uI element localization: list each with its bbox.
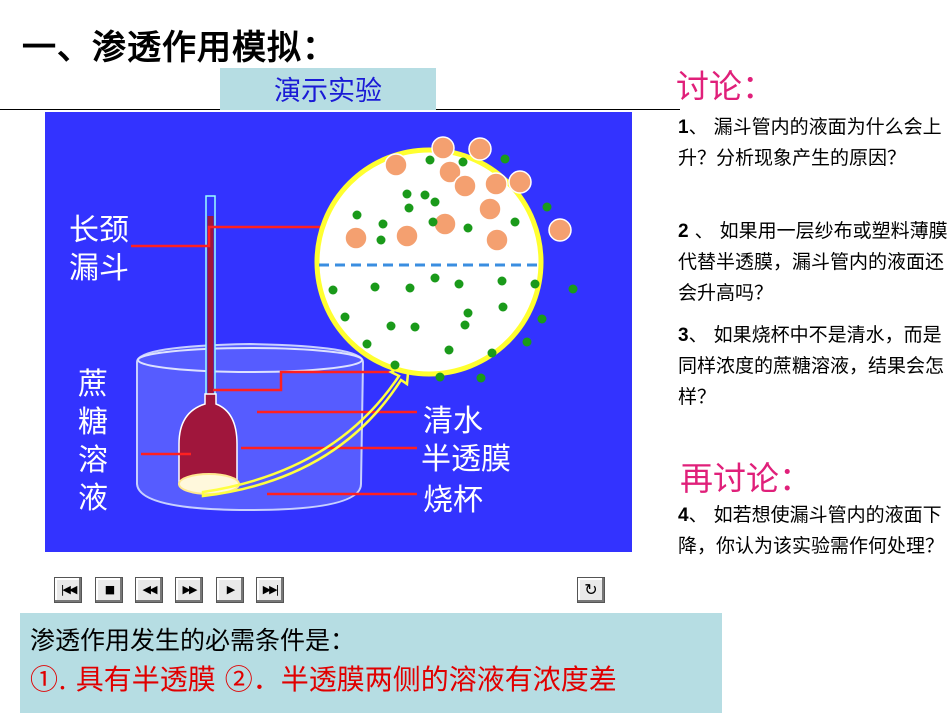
question-3-number: 3 xyxy=(678,325,689,346)
experiment-diagram: 长颈漏斗 蔗糖溶液 清水 半透膜 烧杯 xyxy=(45,112,632,552)
funnel-liquid-column xyxy=(207,216,214,396)
question-1-text: 、 漏斗管内的液面为什么会上升？分析现象产生的原因？ xyxy=(678,116,942,169)
beaker-rim xyxy=(137,347,363,373)
skip-forward-button[interactable]: ▶▶| xyxy=(256,577,284,603)
question-4: 4、 如若想使漏斗管内的液面下降，你认为该实验需作何处理？ xyxy=(678,500,950,562)
play-button[interactable]: ▶ xyxy=(216,577,244,603)
replay-button[interactable]: ↻ xyxy=(577,577,605,603)
question-2: 2 、 如果用一层纱布或塑料薄膜代替半透膜，漏斗管内的液面还会升高吗？ xyxy=(678,216,950,309)
conditions-panel: 渗透作用发生的必需条件是： ①. 具有半透膜 ②．半透膜两侧的溶液有浓度差 xyxy=(20,613,722,713)
line-tube xyxy=(213,370,390,392)
label-water: 清水 xyxy=(423,404,483,439)
sucrose-molecules xyxy=(344,136,572,252)
question-1: 1、 漏斗管内的液面为什么会上升？分析现象产生的原因？ xyxy=(678,112,950,174)
demo-label: 演示实验 xyxy=(220,68,436,110)
discussion-heading: 讨论： xyxy=(676,67,775,106)
conditions-heading: 渗透作用发生的必需条件是： xyxy=(30,626,356,655)
question-4-text: 、 如若想使漏斗管内的液面下降，你认为该实验需作何处理？ xyxy=(678,504,945,557)
re-discussion-heading: 再讨论： xyxy=(680,459,812,498)
skip-back-button[interactable]: |◀◀ xyxy=(54,577,82,603)
question-2-text: 、 如果用一层纱布或塑料薄膜代替半透膜，漏斗管内的液面还会升高吗？ xyxy=(678,220,948,304)
conditions-body: ①. 具有半透膜 ②．半透膜两侧的溶液有浓度差 xyxy=(30,663,617,696)
question-3-text: 、 如果烧杯中不是清水，而是同样浓度的蔗糖溶液，结果会怎样？ xyxy=(678,324,945,408)
label-beaker: 烧杯 xyxy=(423,483,483,518)
question-1-number: 1 xyxy=(678,117,689,138)
label-membrane: 半透膜 xyxy=(421,442,511,477)
rewind-button[interactable]: ◀◀ xyxy=(135,577,163,603)
label-sucrose: 蔗糖溶液 xyxy=(78,367,108,516)
diagram-svg xyxy=(131,136,578,512)
question-2-number: 2 xyxy=(678,221,689,242)
question-3: 3、 如果烧杯中不是清水，而是同样浓度的蔗糖溶液，结果会怎样？ xyxy=(678,320,950,413)
page-title: 一、渗透作用模拟： xyxy=(22,28,337,68)
fast-forward-button[interactable]: ▶▶ xyxy=(175,577,203,603)
water-molecules xyxy=(328,154,578,383)
line-funnel xyxy=(131,225,335,248)
stop-button[interactable]: ■ xyxy=(95,577,123,603)
label-funnel: 长颈漏斗 xyxy=(69,213,129,286)
question-4-number: 4 xyxy=(678,505,689,526)
